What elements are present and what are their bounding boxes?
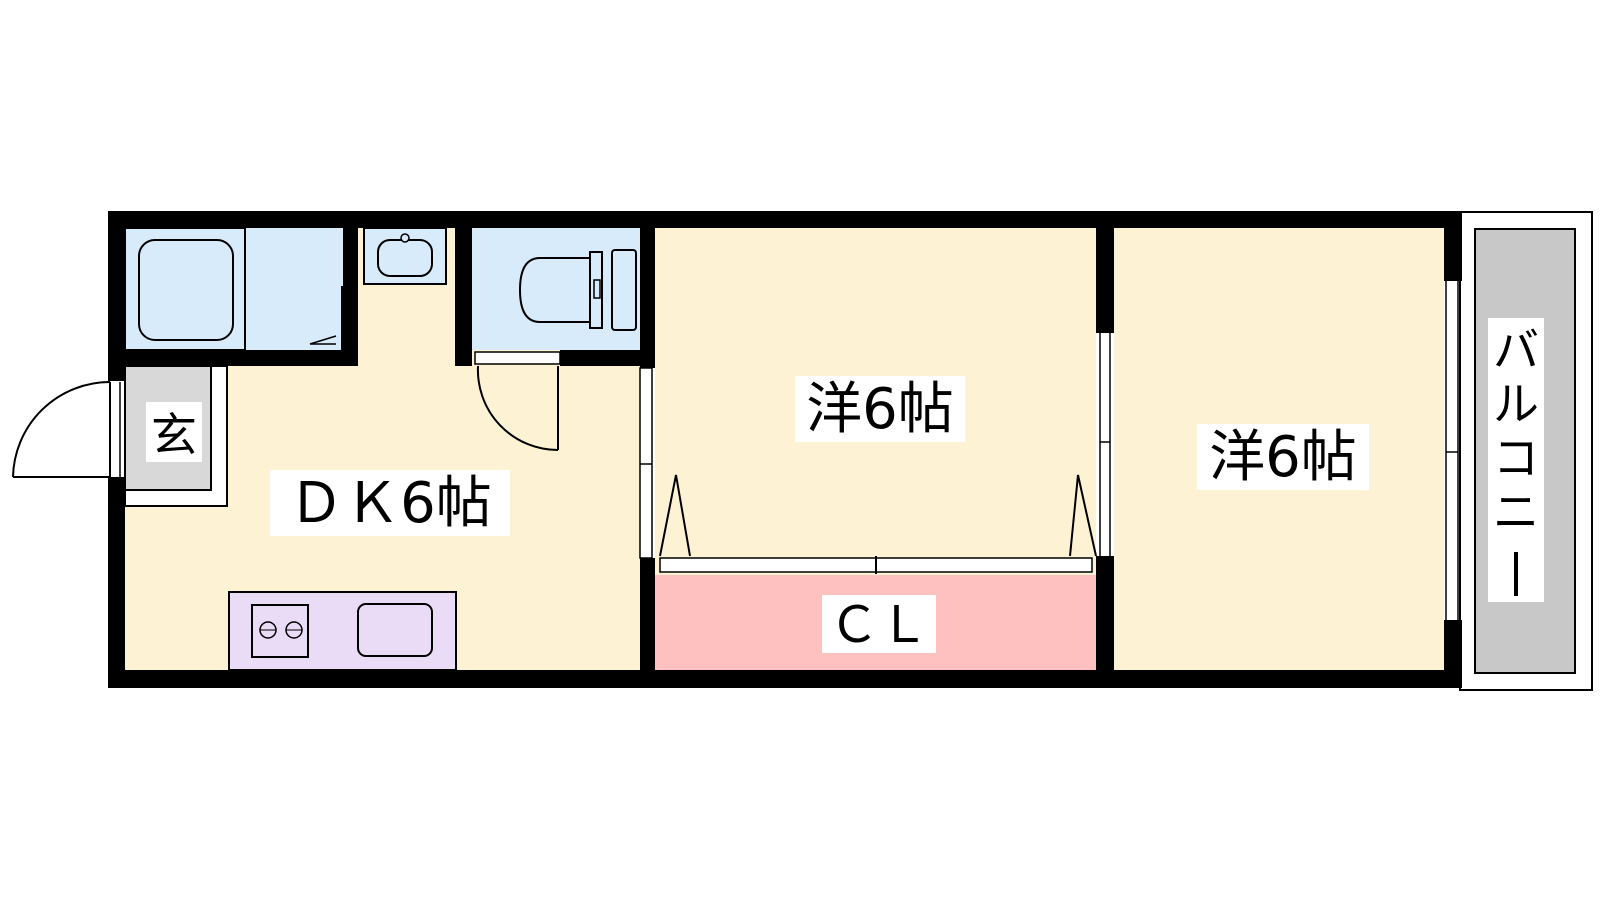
closet-label: ＣＬ bbox=[829, 596, 929, 654]
stove-icon bbox=[251, 604, 309, 658]
balcony-label-char: ル bbox=[1493, 377, 1539, 431]
walls bbox=[108, 211, 1462, 688]
closet-sliding-doors bbox=[659, 556, 1093, 574]
sink-icon bbox=[357, 603, 433, 657]
label-balcony: バ ル コ ニ bbox=[1488, 318, 1544, 602]
kitchen-counter bbox=[228, 591, 457, 671]
washbasin-icon bbox=[363, 227, 447, 285]
label-room1: 洋6帖 bbox=[795, 376, 965, 442]
balcony-label-char: ニ bbox=[1493, 485, 1539, 539]
bathtub-icon bbox=[124, 227, 343, 351]
genkan-label: 玄 bbox=[151, 408, 197, 462]
label-genkan: 玄 bbox=[146, 402, 202, 462]
label-closet: ＣＬ bbox=[822, 595, 936, 654]
balcony-label-char: コ bbox=[1493, 431, 1539, 485]
opening-ticks bbox=[640, 441, 1458, 465]
room2-label: 洋6帖 bbox=[1209, 425, 1357, 490]
door-swing-marks bbox=[659, 474, 1097, 557]
toilet-icon bbox=[518, 249, 637, 331]
label-room2: 洋6帖 bbox=[1197, 424, 1369, 490]
room1-label: 洋6帖 bbox=[806, 377, 954, 442]
entrance-door-icon bbox=[12, 381, 121, 478]
label-dk: ＤＫ6帖 bbox=[270, 470, 510, 536]
balcony-label-char: バ bbox=[1493, 323, 1539, 377]
door-swing-icon bbox=[474, 351, 561, 452]
dk-label: ＤＫ6帖 bbox=[288, 471, 492, 536]
